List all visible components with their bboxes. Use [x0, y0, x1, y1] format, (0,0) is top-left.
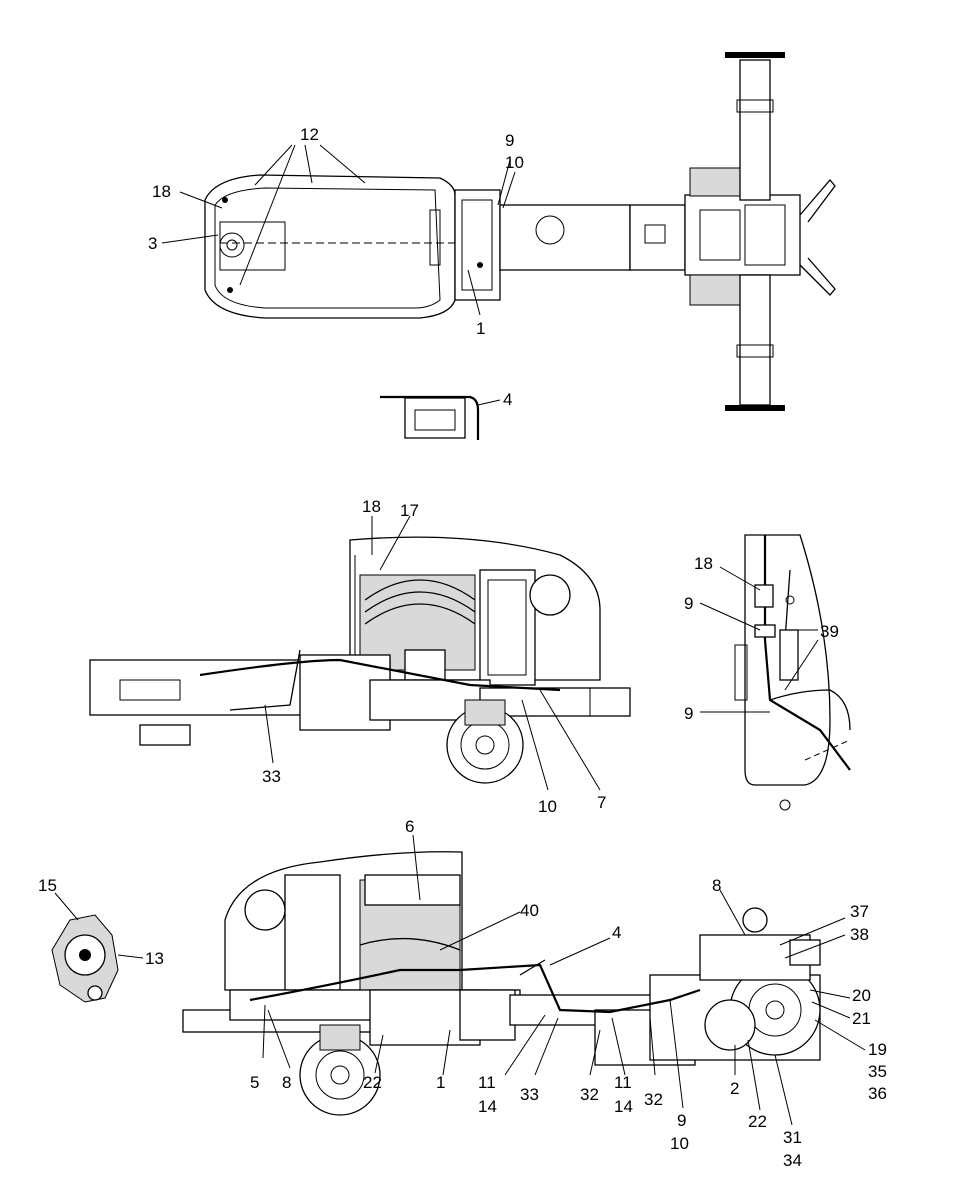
detail-view: 18 9 39 9 — [684, 534, 851, 811]
top-label-1: 1 — [476, 319, 485, 338]
top-label-18: 18 — [152, 182, 171, 201]
right-label-5: 5 — [250, 1073, 259, 1092]
right-side-view: 6 40 4 8 37 38 20 21 19 35 36 5 8 22 1 1… — [182, 817, 887, 1170]
right-label-38: 38 — [850, 925, 869, 944]
right-label-11: 11 — [478, 1073, 496, 1092]
left-label-33: 33 — [262, 767, 281, 786]
right-label-36: 36 — [868, 1084, 887, 1103]
right-label-10: 10 — [670, 1134, 689, 1153]
alt-label-13: 13 — [145, 949, 164, 968]
top-label-12: 12 — [300, 125, 319, 144]
alt-label-15: 15 — [38, 876, 57, 895]
left-label-18: 18 — [362, 497, 381, 516]
right-label-40: 40 — [520, 901, 539, 920]
left-label-10: 10 — [538, 797, 557, 816]
right-label-4: 4 — [612, 923, 621, 942]
right-label-22: 22 — [363, 1073, 382, 1092]
right-label-14b: 14 — [614, 1097, 633, 1116]
detail-label-9b: 9 — [684, 704, 693, 723]
right-label-6: 6 — [405, 817, 414, 836]
right-label-8b: 8 — [282, 1073, 291, 1092]
left-label-17: 17 — [400, 501, 419, 520]
right-label-8: 8 — [712, 876, 721, 895]
right-label-20: 20 — [852, 986, 871, 1005]
right-label-19: 19 — [868, 1040, 887, 1059]
right-label-1: 1 — [436, 1073, 445, 1092]
right-label-37: 37 — [850, 902, 869, 921]
detail-label-39: 39 — [820, 622, 839, 641]
right-label-11b: 11 — [614, 1073, 632, 1092]
right-label-35: 35 — [868, 1062, 887, 1081]
detail-label-18: 18 — [694, 554, 713, 573]
alternator-view: 15 13 — [38, 876, 164, 1003]
right-label-32: 32 — [580, 1085, 599, 1104]
right-label-21: 21 — [852, 1009, 871, 1028]
left-label-7: 7 — [597, 793, 606, 812]
right-label-31: 31 — [783, 1128, 802, 1147]
left-side-view: 18 17 33 10 7 — [89, 497, 631, 816]
detail-label-9: 9 — [684, 594, 693, 613]
right-label-33: 33 — [520, 1085, 539, 1104]
top-view: 12 18 3 9 10 1 4 — [148, 52, 836, 440]
right-label-2: 2 — [730, 1079, 739, 1098]
top-label-10: 10 — [505, 153, 524, 172]
right-label-14: 14 — [478, 1097, 497, 1116]
right-label-9: 9 — [677, 1111, 686, 1130]
right-label-22b: 22 — [748, 1112, 767, 1131]
top-label-3: 3 — [148, 234, 157, 253]
top-label-9: 9 — [505, 131, 514, 150]
right-label-32b: 32 — [644, 1090, 663, 1109]
top-label-4: 4 — [503, 390, 512, 409]
right-label-34: 34 — [783, 1151, 802, 1170]
